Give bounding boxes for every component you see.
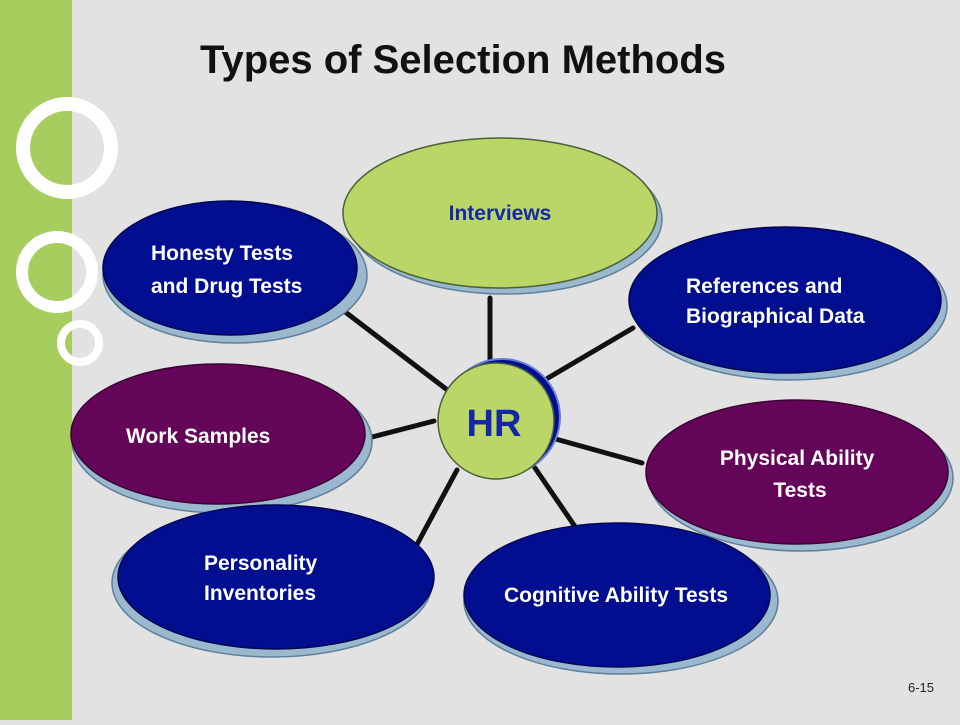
node-work-samples-label: Work Samples [126,425,270,448]
node-honesty-tests-label: Honesty Tests and Drug Tests [151,242,302,298]
node-physical-ability-shape [645,399,949,545]
node-work-samples-line-1: Work Samples [126,425,270,448]
connector-honesty [337,305,453,395]
slide-title: Types of Selection Methods [200,38,726,82]
deco-ring-medium [16,231,98,313]
node-honesty-tests-line-2: and Drug Tests [151,275,302,298]
slide-number: 6-15 [908,680,935,695]
node-physical-ability-line-1: Physical Ability [720,447,875,470]
node-personality-label: Personality Inventories [204,552,323,605]
node-references-line-1: References and [686,275,842,298]
node-cognitive-ability-line-1: Cognitive Ability Tests [504,584,728,607]
deco-ring-small [57,320,103,366]
node-references: References and Biographical Data [628,226,948,381]
node-honesty-tests-shape [102,200,358,336]
node-honesty-tests-line-1: Honesty Tests [151,242,293,265]
node-cognitive-ability: Cognitive Ability Tests [463,522,779,675]
deco-ring-large [16,97,118,199]
node-physical-ability-label: Physical Ability Tests [720,447,880,502]
node-hr-label: HR [467,403,522,445]
node-references-label: References and Biographical Data [686,275,865,328]
node-physical-ability: Physical Ability Tests [645,399,954,552]
node-physical-ability-line-2: Tests [773,479,826,502]
connector-physical [549,435,645,466]
node-personality-line-1: Personality [204,552,318,575]
node-personality-line-2: Inventories [204,582,316,605]
node-personality-shape [117,504,435,650]
node-personality: Personality Inventories [111,504,435,658]
node-references-line-2: Biographical Data [686,305,865,328]
node-work-samples: Work Samples [70,363,373,514]
node-references-shape [628,226,942,374]
node-cognitive-ability-shape [463,522,771,668]
node-cognitive-ability-label: Cognitive Ability Tests [504,584,728,607]
connector-references [545,325,636,381]
node-hr-center: HR [437,358,561,480]
node-hr-shape [437,362,555,480]
node-interviews: Interviews [342,137,663,295]
node-interviews-shape [342,137,658,289]
node-interviews-label: Interviews [449,202,552,225]
node-hr-text: HR [467,403,522,445]
connector-personality [411,467,460,553]
connector-work [369,418,437,440]
node-work-samples-shape [70,363,366,505]
node-honesty-tests: Honesty Tests and Drug Tests [102,200,368,344]
connector-cognitive [532,465,579,531]
node-interviews-line-1: Interviews [449,202,552,225]
connector-lines [337,295,645,553]
